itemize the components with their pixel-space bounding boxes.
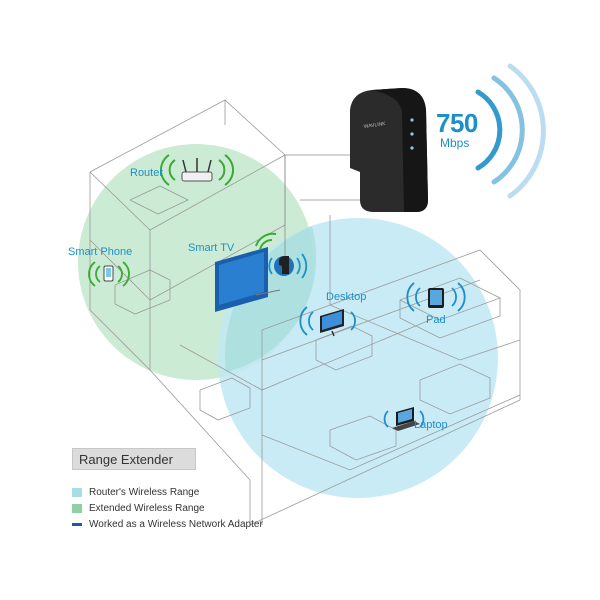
router-label: Router (130, 167, 163, 179)
desktop-label: Desktop (326, 291, 366, 303)
legend-item-router-range: Router's Wireless Range (72, 486, 199, 500)
legend-item-extended-range: Extended Wireless Range (72, 502, 205, 516)
extender-mini-icon (274, 256, 294, 276)
pad-icon (428, 288, 444, 308)
legend-swatch-network-adapter (72, 523, 82, 526)
legend-label-network-adapter: Worked as a Wireless Network Adapter (89, 519, 263, 530)
legend-swatch-router-range (72, 488, 82, 497)
speed-unit: Mbps (440, 136, 469, 150)
legend-title: Range Extender (72, 448, 196, 470)
legend-swatch-extended-range (72, 504, 82, 513)
speed-value: 750 (436, 108, 478, 139)
range-extender-device: WAVLINK (350, 88, 428, 212)
smart-tv-label: Smart TV (188, 242, 234, 254)
pad-label: Pad (426, 314, 446, 326)
speed-wifi-arcs (478, 66, 543, 196)
smart-phone-icon (104, 266, 113, 281)
legend-label-router-range: Router's Wireless Range (89, 487, 199, 498)
smart-phone-label: Smart Phone (68, 246, 132, 258)
laptop-label: Laptop (414, 419, 448, 431)
legend-item-network-adapter: Worked as a Wireless Network Adapter (72, 518, 263, 532)
legend-label-extended-range: Extended Wireless Range (89, 503, 205, 514)
